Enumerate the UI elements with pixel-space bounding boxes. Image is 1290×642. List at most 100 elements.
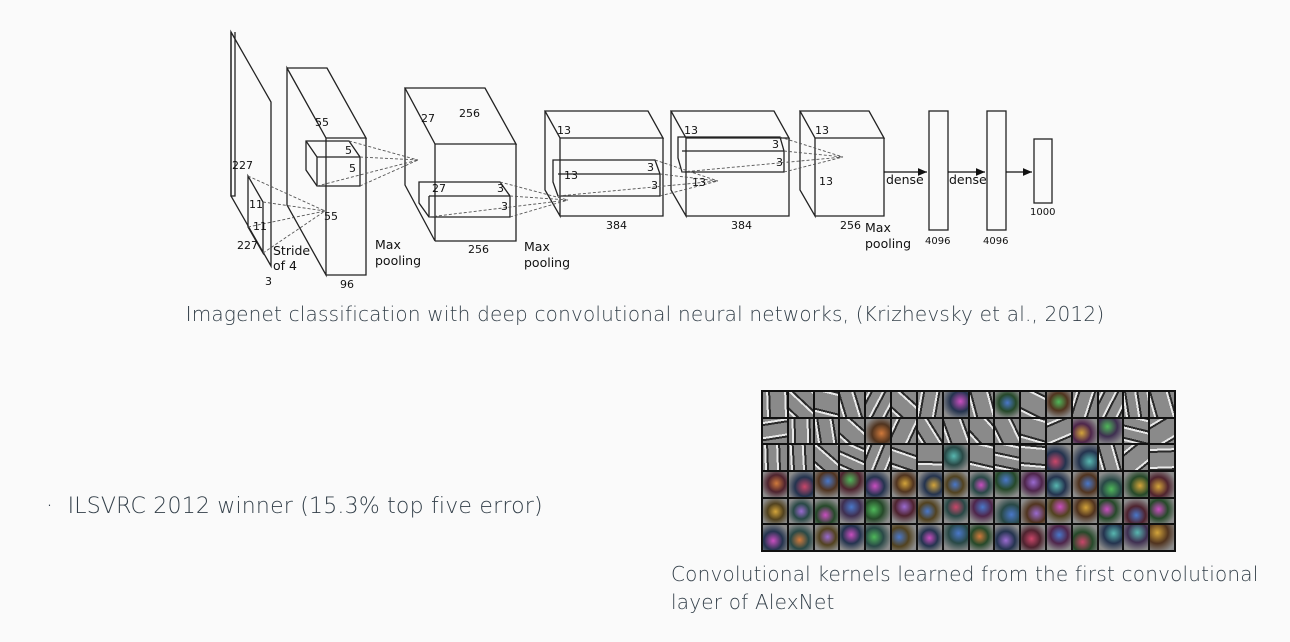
kernel-tile xyxy=(1150,498,1174,524)
kernel-tile xyxy=(814,525,839,550)
pool2-label-line2: pooling xyxy=(524,255,570,270)
kernel-tile xyxy=(866,392,891,417)
kernel-tile xyxy=(1150,392,1174,417)
kernel-tile xyxy=(866,525,891,550)
kernel-tile xyxy=(969,445,994,470)
stride-label-line1: Stride xyxy=(273,243,310,258)
conv1-height-label: 55 xyxy=(315,116,329,129)
kernel-tile xyxy=(943,418,968,444)
kernel-tile xyxy=(1098,392,1123,417)
kernel-tile xyxy=(995,418,1020,444)
kernel-tile xyxy=(1046,498,1071,524)
conv2-depth-label: 256 xyxy=(459,107,480,120)
kernel-tile xyxy=(969,525,994,550)
kernel-tile xyxy=(814,471,839,497)
kernel-tile xyxy=(1098,498,1123,524)
kernel-tile xyxy=(763,392,787,417)
pool3-label-line2: pooling xyxy=(865,236,911,251)
input-width-label: 227 xyxy=(237,239,258,252)
fc1-units-label: 4096 xyxy=(925,236,950,247)
input-channels-label: 3 xyxy=(265,275,272,288)
conv1-channels-label: 96 xyxy=(340,278,354,291)
conv1-width-label: 55 xyxy=(324,210,338,223)
pool2-label-line1: Max xyxy=(524,239,550,254)
conv-kernel-visualization-grid xyxy=(761,390,1176,552)
kernel-tile xyxy=(1098,525,1123,550)
kernel-tile xyxy=(1021,525,1045,550)
kernel-tile xyxy=(814,498,839,524)
conv3-height-label: 13 xyxy=(557,124,571,137)
conv3-channels-label: 384 xyxy=(606,219,627,232)
kernel-tile xyxy=(1124,525,1149,550)
conv3-width-label: 13 xyxy=(564,169,578,182)
fc1-layer xyxy=(928,110,949,231)
kernel-tile xyxy=(866,498,891,524)
bullet-text: ILSVRC 2012 winner (15.3% top five error… xyxy=(67,494,543,519)
kernel-tile xyxy=(995,525,1020,550)
conv4-height-label: 13 xyxy=(684,124,698,137)
kernel-tile xyxy=(892,525,916,550)
kernels-caption: Convolutional kernels learned from the f… xyxy=(671,562,1259,614)
kernel-tile xyxy=(1046,525,1071,550)
kernel-tile xyxy=(1150,445,1174,470)
kernel-tile xyxy=(1072,392,1097,417)
kernel-tile xyxy=(917,392,942,417)
kernel-tile xyxy=(866,471,891,497)
kernel-tile xyxy=(814,418,839,444)
kernel-tile xyxy=(1124,471,1149,497)
conv4-kernel-h-label: 3 xyxy=(772,138,779,151)
conv2-channels-label: 256 xyxy=(468,243,489,256)
kernel-tile xyxy=(840,471,865,497)
kernel-tile xyxy=(1124,445,1149,470)
kernel-tile xyxy=(943,445,968,470)
kernel-tile xyxy=(892,392,916,417)
kernel-tile xyxy=(892,418,916,444)
conv5-volume xyxy=(798,110,886,219)
kernel-tile xyxy=(1072,418,1097,444)
kernel-tile xyxy=(917,498,942,524)
kernel-tile xyxy=(969,418,994,444)
kernel-tile xyxy=(1098,471,1123,497)
kernel-tile xyxy=(788,392,813,417)
kernel-tile xyxy=(1021,418,1045,444)
kernel-tile xyxy=(917,418,942,444)
kernel-tile xyxy=(866,445,891,470)
conv3-kernel-w-label: 3 xyxy=(651,179,658,192)
kernel-tile xyxy=(840,525,865,550)
kernel-tile xyxy=(1124,418,1149,444)
input-height-label: 227 xyxy=(232,159,253,172)
kernel-tile xyxy=(788,445,813,470)
kernel-tile xyxy=(943,498,968,524)
output-layer xyxy=(1033,138,1053,204)
conv4-channels-label: 384 xyxy=(731,219,752,232)
conv2-kernel-w-label: 3 xyxy=(501,200,508,213)
kernel-tile xyxy=(788,525,813,550)
conv1-kernel-w-label: 5 xyxy=(349,162,356,175)
stride-label-line2: of 4 xyxy=(273,258,297,273)
pool3-label-line1: Max xyxy=(865,220,891,235)
conv4-kernel-w-label: 3 xyxy=(776,156,783,169)
kernel-tile xyxy=(840,445,865,470)
conv5-height-label: 13 xyxy=(815,124,829,137)
kernel-tile xyxy=(1072,445,1097,470)
conv2-width-label: 27 xyxy=(432,182,446,195)
kernel-tile xyxy=(1046,471,1071,497)
kernel-tile xyxy=(763,498,787,524)
kernel-tile xyxy=(788,471,813,497)
kernel-tile xyxy=(1150,471,1174,497)
conv2-kernel-h-label: 3 xyxy=(497,182,504,195)
kernel-tile xyxy=(917,525,942,550)
kernel-tile xyxy=(866,418,891,444)
kernel-tile xyxy=(995,445,1020,470)
output-units-label: 1000 xyxy=(1030,207,1055,218)
input-kernel-h-label: 11 xyxy=(249,198,263,211)
conv5-channels-label: 256 xyxy=(840,219,861,232)
kernel-tile xyxy=(763,525,787,550)
kernel-tile xyxy=(917,471,942,497)
fc2-layer xyxy=(986,110,1007,231)
conv2-height-label: 27 xyxy=(421,112,435,125)
kernel-tile xyxy=(1046,392,1071,417)
kernel-tile xyxy=(943,392,968,417)
kernel-tile xyxy=(1150,418,1174,444)
fc2-units-label: 4096 xyxy=(983,236,1008,247)
